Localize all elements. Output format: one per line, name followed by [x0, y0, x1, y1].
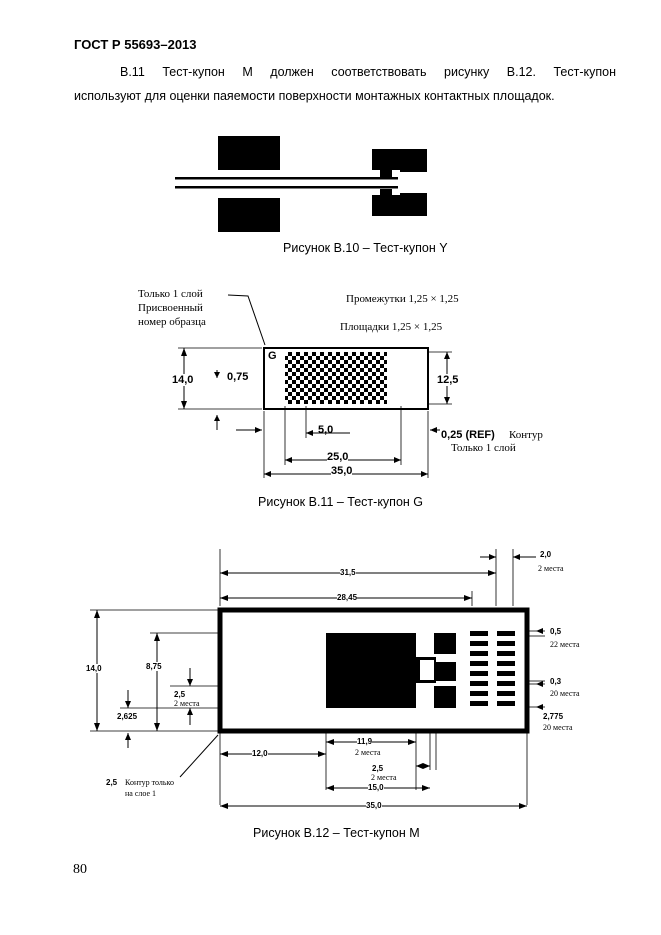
- fig11-note-layer: Только 1 слой: [138, 288, 203, 300]
- fig11-dim-125: 12,5: [437, 374, 459, 386]
- coupon-y-shapes: [175, 136, 428, 232]
- fig12-contour-val: 2,5: [106, 778, 118, 787]
- fig12-d-350: 35,0: [366, 801, 382, 810]
- fig11-dim-25: 25,0: [327, 451, 349, 463]
- fig11-marker: G: [268, 350, 277, 362]
- fig12-d-25a: 2,5: [174, 690, 186, 699]
- figure-b10-caption: Рисунок В.10 – Тест-купон Y: [283, 241, 448, 255]
- fig12-d-05-note: 22 места: [550, 640, 580, 649]
- paragraph-b11-line2: используют для оценки паяемости поверхно…: [74, 89, 555, 103]
- fig12-d-315: 31,5: [340, 568, 356, 577]
- fig11-note-serial-2: номер образца: [138, 316, 206, 328]
- fig12-d-20-note: 2 места: [538, 564, 564, 573]
- page-number: 80: [73, 862, 87, 877]
- fig12-d-03-note: 20 места: [550, 689, 580, 698]
- fig12-pad-array: [470, 631, 515, 706]
- fig12-d-119: 11,9: [357, 737, 373, 746]
- fig11-dim-14: 14,0: [172, 374, 194, 386]
- fig12-d-2775-note: 20 места: [543, 723, 573, 732]
- fig12-d-25b-note: 2 места: [371, 773, 397, 782]
- fig12-d-120: 12,0: [252, 749, 268, 758]
- fig12-d-05: 0,5: [550, 627, 562, 636]
- fig12-contour-txt2: на слое 1: [125, 789, 157, 798]
- figure-b12-caption: Рисунок В.12 – Тест-купон М: [253, 826, 420, 840]
- figure-b11-caption: Рисунок В.11 – Тест-купон G: [258, 495, 424, 509]
- fig12-d-25a-note: 2 места: [174, 699, 200, 708]
- fig11-contour-layer: Только 1 слой: [451, 442, 516, 454]
- fig12-d-150: 15,0: [368, 783, 384, 792]
- fig12-contour-txt1: Контур только: [125, 778, 175, 787]
- document-header: ГОСТ Р 55693–2013: [74, 37, 197, 52]
- fig12-d-20: 2,0: [540, 550, 552, 559]
- fig11-dim-075: 0,75: [227, 371, 249, 383]
- fig12-d-2775: 2,775: [543, 712, 564, 721]
- fig11-note-serial-1: Присвоенный: [138, 302, 203, 314]
- fig11-gaps-label: Промежутки 1,25 × 1,25: [346, 293, 459, 305]
- fig12-d-03: 0,3: [550, 677, 562, 686]
- fig11-ref: 0,25 (REF): [441, 429, 495, 441]
- fig11-contour: Контур: [509, 429, 543, 441]
- fig12-d-2845: 28,45: [337, 593, 358, 602]
- fig12-d-119-note: 2 места: [355, 748, 381, 757]
- paragraph-b11-line1: В.11 Тест-купон М должен соответствовать…: [120, 65, 616, 79]
- fig12-d-875: 8,75: [146, 662, 162, 671]
- fig11-dim-35: 35,0: [331, 465, 353, 477]
- fig12-d-2625: 2,625: [117, 712, 138, 721]
- fig11-pads-label: Площадки 1,25 × 1,25: [340, 321, 443, 333]
- fig12-d-25b: 2,5: [372, 764, 384, 773]
- fig12-d-140: 14,0: [86, 664, 102, 673]
- fig11-dim-5: 5,0: [318, 424, 334, 436]
